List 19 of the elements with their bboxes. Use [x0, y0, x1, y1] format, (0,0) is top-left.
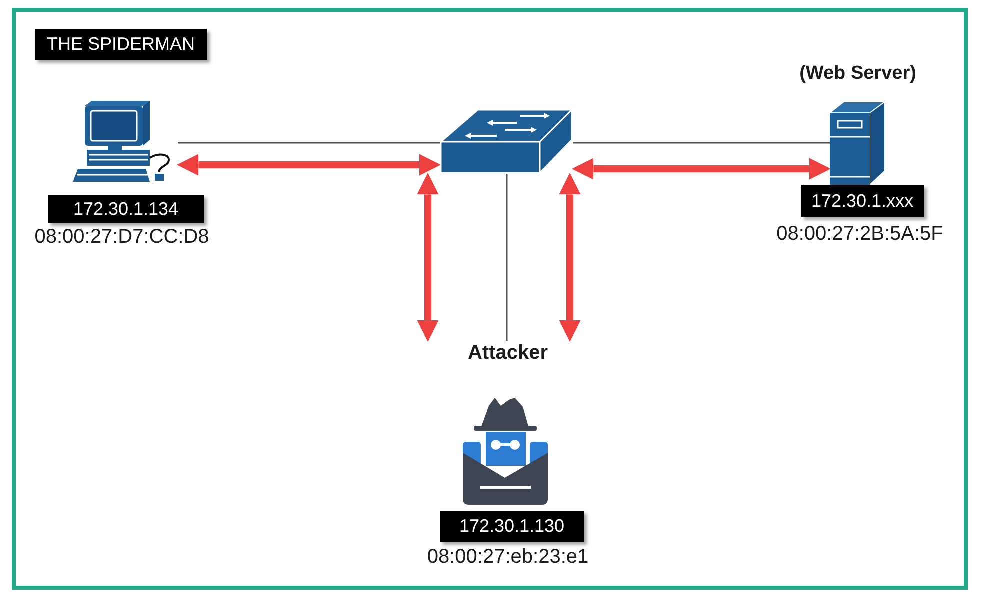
ip-address-tag: 172.30.1.130 — [440, 511, 584, 542]
connection-line — [573, 142, 830, 144]
mac-address: 08:00:27:2B:5A:5F — [776, 222, 944, 247]
connection-line — [506, 174, 508, 341]
double-arrow — [572, 158, 831, 180]
ip-address-tag: 172.30.1.134 — [48, 195, 204, 223]
hostname-tag: THE SPIDERMAN — [35, 29, 207, 60]
ip-address-tag: 172.30.1.xxx — [801, 185, 924, 217]
double-arrow — [417, 173, 439, 342]
spy-icon — [463, 398, 548, 506]
connection-line — [178, 142, 440, 144]
double-arrow — [559, 173, 581, 342]
host-role: Attacker — [468, 341, 548, 366]
network-switch-icon — [440, 109, 573, 174]
server-tower-icon — [830, 101, 886, 185]
double-arrow — [177, 154, 441, 176]
mac-address: 08:00:27:eb:23:e1 — [427, 545, 589, 570]
host-role: (Web Server) — [800, 62, 916, 86]
mac-address: 08:00:27:D7:CC:D8 — [34, 225, 210, 250]
